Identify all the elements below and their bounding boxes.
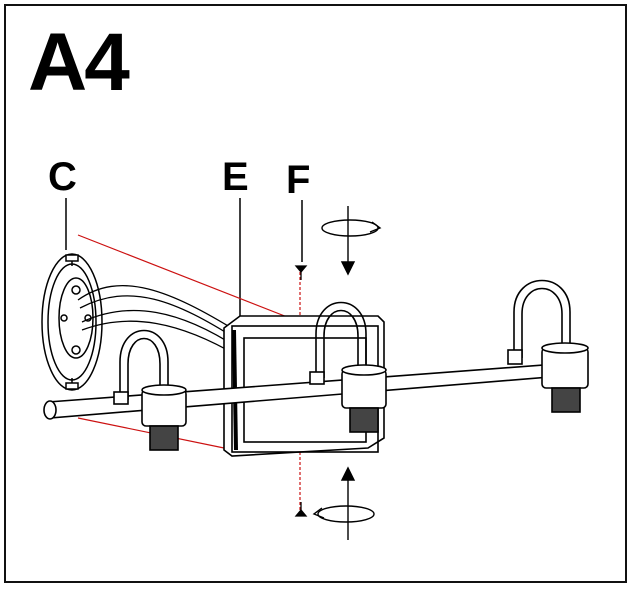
diagram-frame: [4, 4, 627, 583]
rotate-arrow-top: [321, 206, 382, 276]
label-leaders: [65, 198, 303, 322]
lamp-arm-left: [113, 329, 169, 405]
part-label-e: E: [222, 155, 249, 199]
part-label-f: F: [286, 158, 311, 202]
lamp-arm-middle: [309, 301, 367, 385]
lamp-arm-right: [507, 279, 571, 365]
step-label: A4: [28, 17, 130, 108]
screw-bottom-f: [294, 502, 308, 517]
socket-right: [541, 342, 589, 413]
rotate-arrow-bottom: [312, 466, 375, 540]
screw-top-f: [294, 265, 308, 280]
wires: [77, 285, 239, 357]
socket-middle: [341, 364, 387, 433]
mounting-bracket-c: [41, 253, 103, 391]
socket-left: [141, 384, 187, 451]
part-label-c: C: [48, 155, 77, 199]
